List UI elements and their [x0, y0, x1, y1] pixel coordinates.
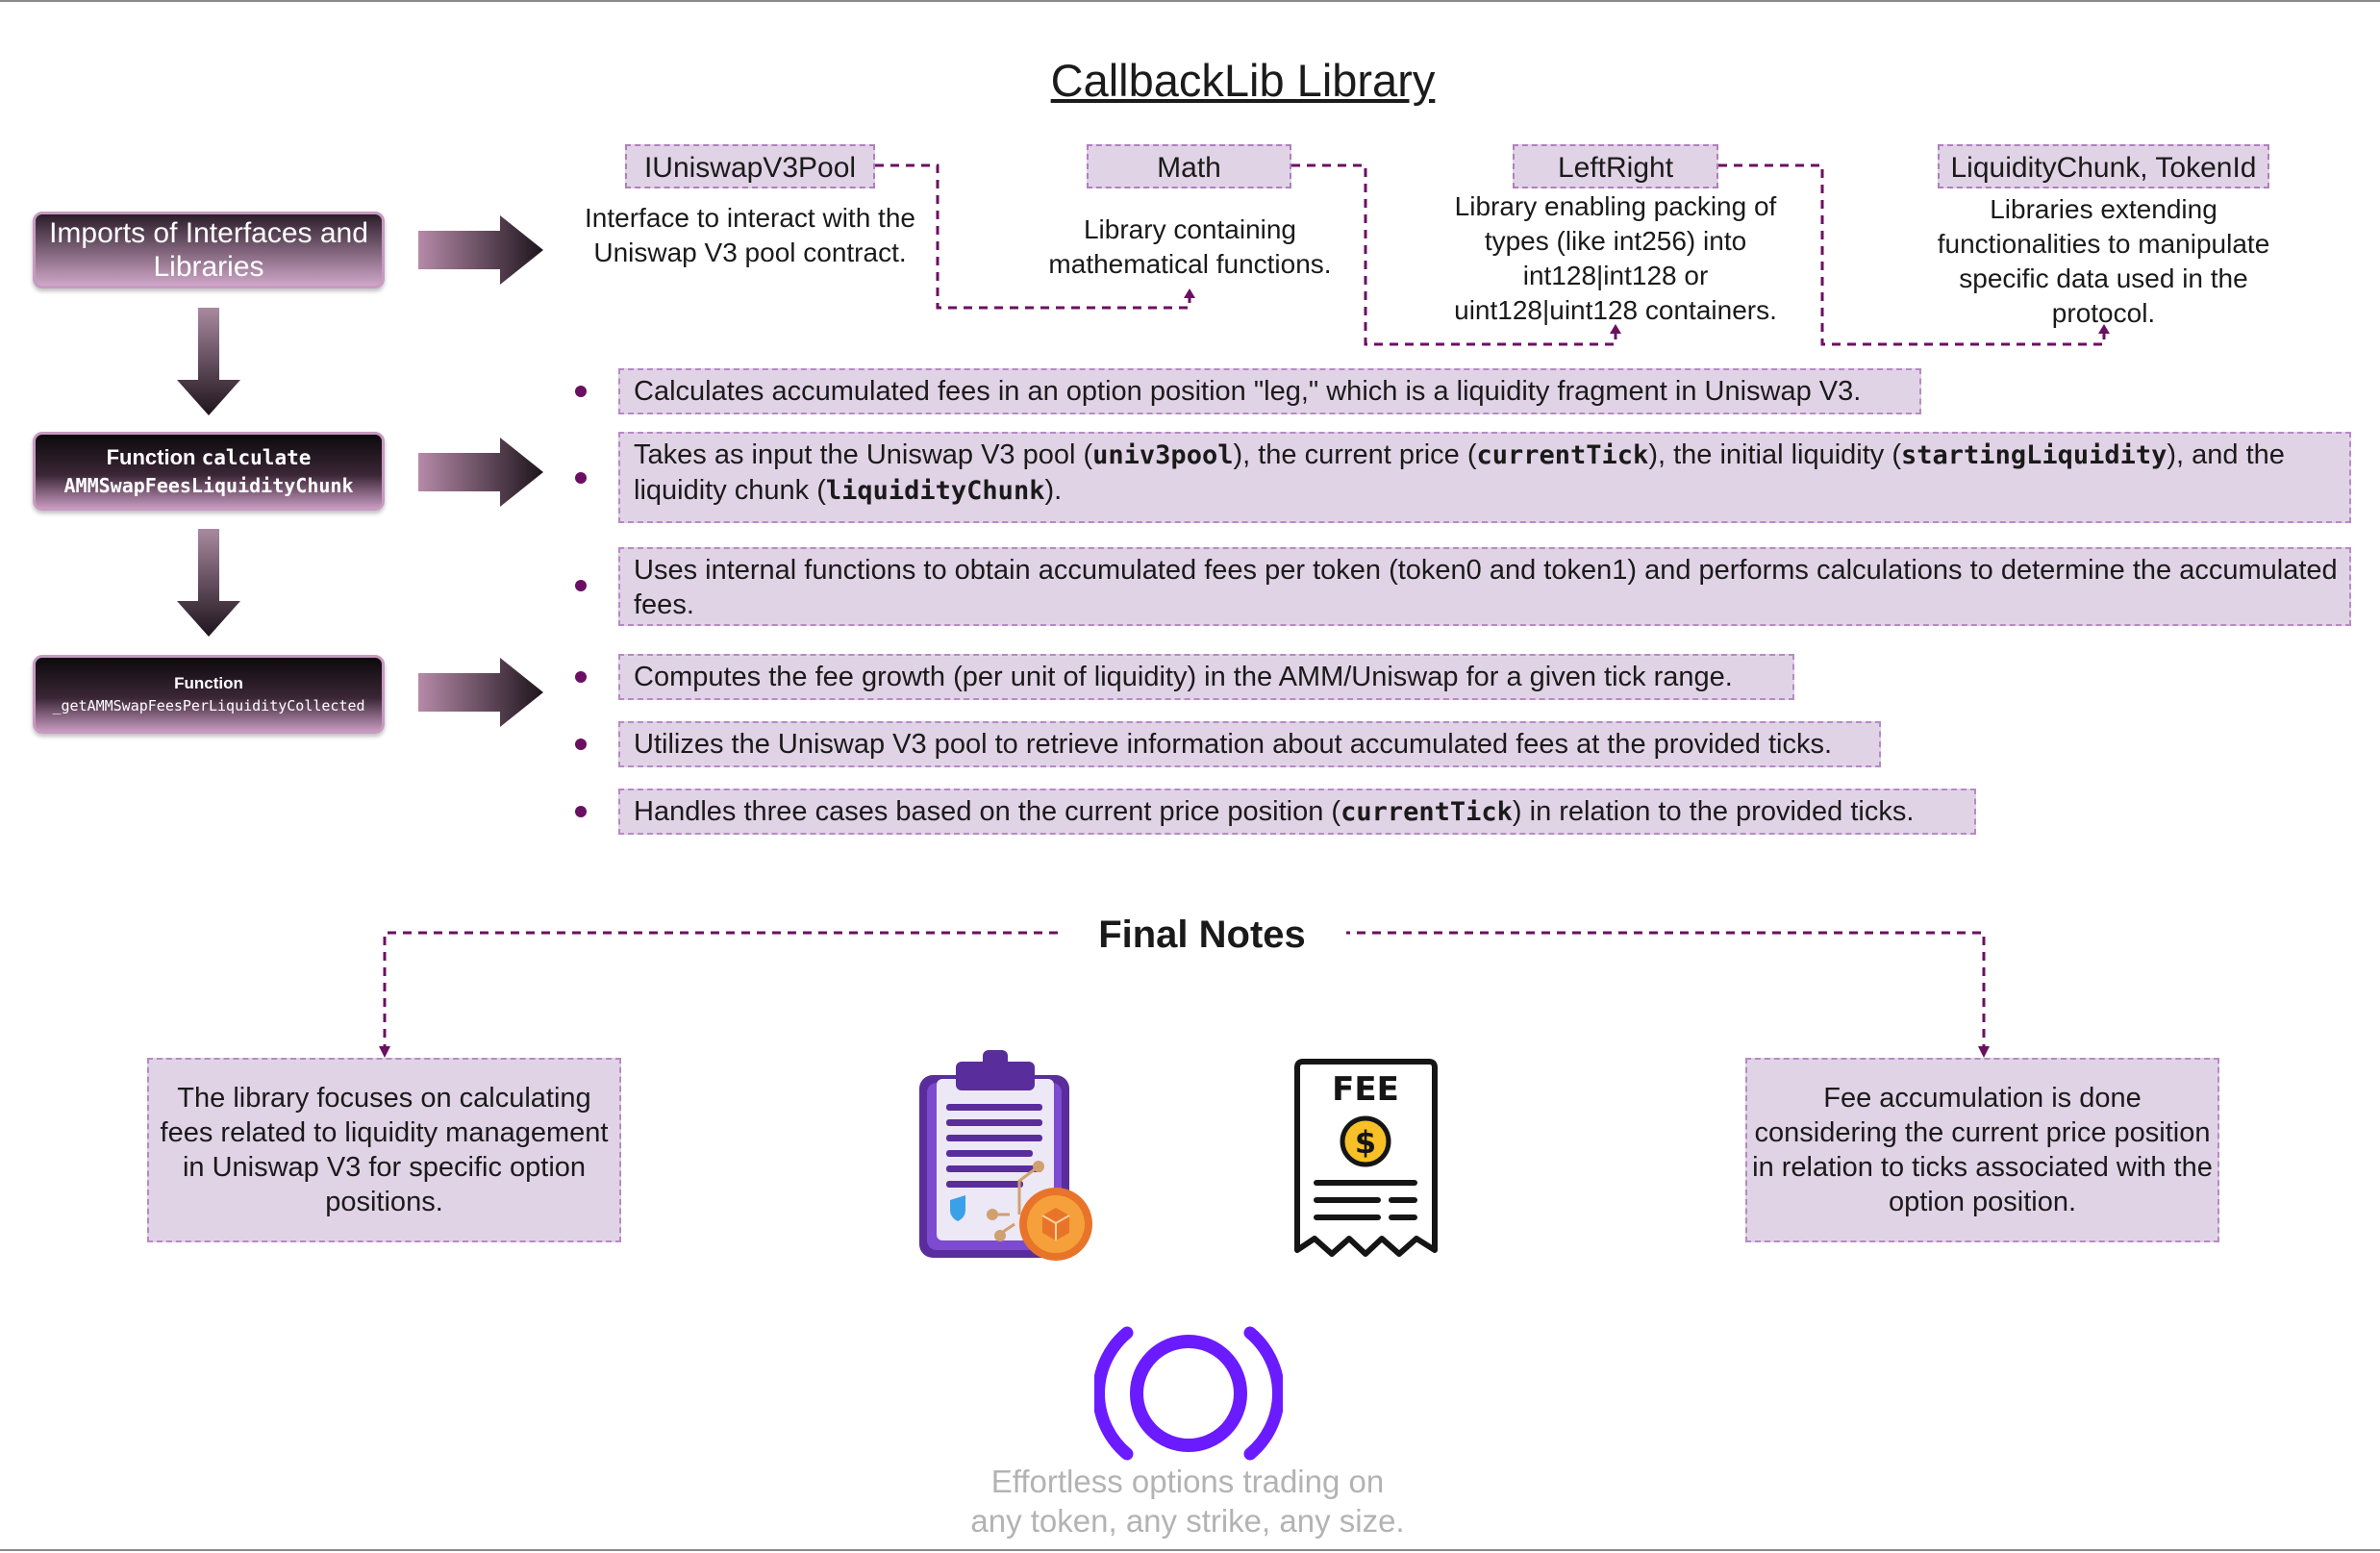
bullet-dot: [575, 386, 587, 397]
code-term: currentTick: [1340, 797, 1513, 827]
connector-notes-right: [1311, 931, 1986, 1048]
top-border: [0, 0, 2380, 2]
bullet-text: ), the initial liquidity (: [1648, 439, 1902, 470]
code-term: startingLiquidity: [1901, 440, 2167, 470]
bullet-text: Handles three cases based on the current…: [634, 796, 1341, 827]
code-term: currentTick: [1476, 440, 1649, 470]
imports-box: Imports of Interfaces and Libraries: [33, 212, 385, 288]
right-arrow-1: [418, 215, 543, 285]
down-arrow-1: [177, 308, 240, 415]
bullet-text: ).: [1044, 475, 1063, 506]
bullet-dot: [575, 472, 587, 484]
bottom-border: [0, 1549, 2380, 1551]
down-arrow-2: [177, 529, 240, 637]
library-desc-math: Library containing mathematical function…: [1048, 214, 1332, 279]
note-right-text: Fee accumulation is done considering the…: [1752, 1083, 2213, 1217]
fee-label: FEE: [1332, 1070, 1399, 1109]
bullet-text: Takes as input the Uniswap V3 pool (: [634, 439, 1093, 470]
fee-receipt-icon: FEE $: [1294, 1059, 1438, 1257]
bullet-text: Computes the fee growth (per unit of liq…: [634, 662, 1733, 692]
right-arrow-2: [418, 438, 543, 507]
bullet-text: ) in relation to the provided ticks.: [1512, 796, 1915, 827]
bullet-dot: [575, 806, 587, 817]
page-title: CallbackLib Library: [1050, 55, 1436, 106]
bullet-text: Utilizes the Uniswap V3 pool to retrieve…: [634, 729, 1833, 760]
library-desc-leftright: Library enabling packing of types (like …: [1454, 191, 1777, 325]
code-term: liquidityChunk: [825, 476, 1045, 506]
bullet-text: Uses internal functions to obtain accumu…: [634, 555, 2338, 620]
library-label-leftright: LeftRight: [1513, 144, 1718, 188]
bullet-item: Uses internal functions to obtain accumu…: [618, 547, 2351, 626]
bullet-item: Handles three cases based on the current…: [618, 789, 1976, 835]
right-arrow-3: [418, 658, 543, 727]
connector-notes-left: [383, 931, 1104, 1048]
bullet-dot: [575, 580, 587, 591]
bullet-item: Takes as input the Uniswap V3 pool (univ…: [618, 432, 2351, 523]
library-desc-liquiditychunk: Libraries extending functionalities to m…: [1937, 194, 2270, 328]
function-keyword: calculate: [201, 446, 312, 469]
bullet-text: ), the current price (: [1233, 439, 1477, 470]
function-prefix: Function: [174, 674, 243, 692]
note-left-text: The library focuses on calculating fees …: [160, 1083, 609, 1217]
panoptic-logo-icon: [1094, 1326, 1283, 1461]
imports-box-label: Imports of Interfaces and Libraries: [49, 217, 368, 283]
library-label-iuniswapv3pool: IUniswapV3Pool: [625, 144, 875, 188]
code-term: univ3pool: [1092, 440, 1234, 470]
bullet-item: Utilizes the Uniswap V3 pool to retrieve…: [618, 721, 1881, 767]
function-name: _getAMMSwapFeesPerLiquidityCollected: [52, 697, 365, 714]
bullet-text: ), and the liquidity chunk (: [634, 439, 2285, 506]
tagline: Effortless options trading on any token,…: [894, 1462, 1481, 1540]
library-desc-iuniswapv3pool: Interface to interact with the Uniswap V…: [585, 203, 915, 267]
library-label-math: Math: [1087, 144, 1291, 188]
note-left: The library focuses on calculating fees …: [147, 1058, 621, 1242]
bullet-dot: [575, 671, 587, 683]
bullet-item: Computes the fee growth (per unit of liq…: [618, 654, 1794, 700]
bullet-text: Calculates accumulated fees in an option…: [634, 376, 1862, 407]
clipboard-contract-icon: [919, 1050, 1092, 1261]
function-prefix: Function: [106, 445, 202, 469]
function-name: AMMSwapFeesLiquidityChunk: [63, 474, 354, 497]
function-calculate-box: Function calculate AMMSwapFeesLiquidityC…: [33, 432, 385, 511]
final-notes-title: Final Notes: [1058, 914, 1346, 957]
note-right: Fee accumulation is done considering the…: [1745, 1058, 2219, 1242]
bullet-item: Calculates accumulated fees in an option…: [618, 368, 1921, 414]
dollar-sign: $: [1355, 1124, 1376, 1161]
bullet-dot: [575, 739, 587, 750]
tagline-line1: Effortless options trading on: [990, 1464, 1385, 1499]
tagline-line2: any token, any strike, any size.: [970, 1503, 1405, 1539]
library-label-liquiditychunk: LiquidityChunk, TokenId: [1938, 144, 2269, 188]
function-getfees-box: Function _getAMMSwapFeesPerLiquidityColl…: [33, 655, 385, 734]
